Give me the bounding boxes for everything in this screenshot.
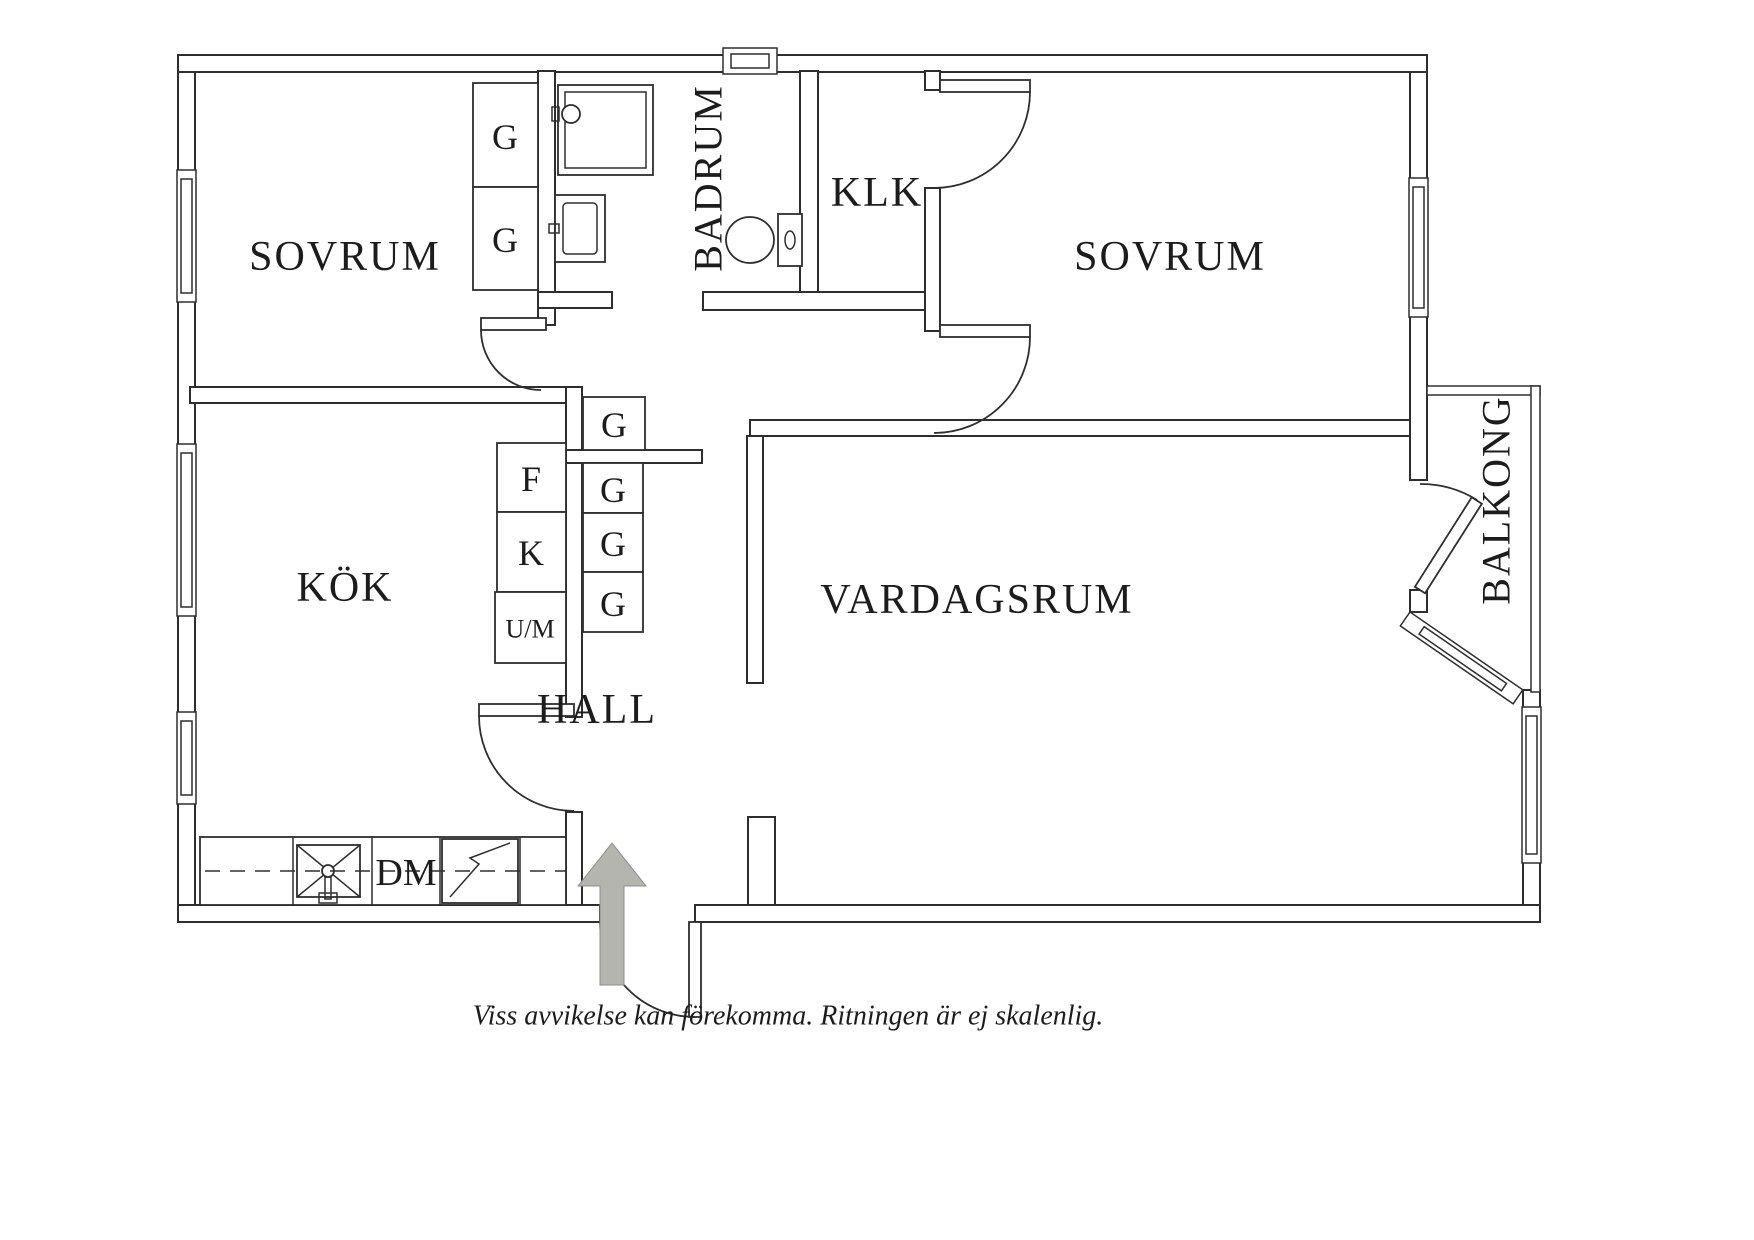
washbasin-icon (548, 194, 606, 263)
door-leaf-balcony (1413, 496, 1484, 595)
door-arc-balcony (1419, 483, 1478, 501)
wall-hall-stub (565, 449, 703, 464)
wall-exterior-bottom-right (694, 904, 1541, 923)
freezer-box (496, 511, 567, 593)
label-bathroom: BADRUM (686, 84, 731, 272)
label-oven-micro: U/M (505, 615, 554, 644)
wall-kitchen-hall-lower (565, 811, 583, 906)
label-living-room: VARDAGSRUM (820, 577, 1133, 623)
wall-diagonal-window (1399, 610, 1524, 705)
fridge-box (496, 442, 567, 513)
door-leaf-bedroom-left (480, 317, 547, 331)
door-arc-closet (933, 91, 1031, 189)
wardrobe-box-4 (582, 462, 644, 514)
door-arc-kitchen (478, 715, 575, 812)
wardrobe-box-5 (582, 512, 644, 573)
door-leaf-closet (939, 79, 1031, 93)
label-hall: HALL (537, 687, 657, 733)
wardrobe-box-3 (582, 396, 646, 451)
label-bedroom-right: SOVRUM (1074, 234, 1266, 280)
wall-bedroom1-kitchen (189, 386, 567, 404)
wall-livingroom-north (749, 419, 1411, 437)
wardrobe-box-2 (472, 186, 539, 291)
wall-kitchen-hall-upper (565, 386, 583, 718)
label-dishwasher: DM (375, 852, 436, 894)
diagonal-window-frame (1399, 610, 1524, 705)
kitchen-counter (199, 836, 567, 906)
diagonal-window-glass (1418, 625, 1508, 692)
wall-bathroom-closet (799, 70, 819, 293)
door-leaf-kitchen (478, 703, 575, 717)
wall-closet-right-mid (924, 187, 941, 332)
door-arc-bedroom-right (933, 336, 1031, 434)
door-arc-bedroom-left (480, 329, 542, 391)
wardrobe-box-6 (582, 571, 644, 633)
window-kitchen-upper (176, 443, 197, 617)
label-freezer: K (518, 533, 544, 573)
label-bedroom-left: SOVRUM (249, 234, 441, 280)
balcony-wall-top (1426, 385, 1541, 396)
label-wardrobe-5: G (600, 524, 626, 564)
wall-bathroom-bottom-left (537, 291, 613, 309)
label-fridge: F (521, 459, 541, 499)
entrance-arrow-icon (576, 842, 648, 986)
window-bedroom-left (176, 169, 197, 303)
wardrobe-box-1 (472, 82, 539, 188)
wall-closet-right-top (924, 70, 941, 91)
sink-icon (296, 844, 361, 904)
label-wardrobe-3: G (601, 405, 627, 445)
window-kitchen-lower (176, 711, 197, 805)
caption-text: Viss avvikelse kan förekomma. Ritningen … (473, 1001, 1104, 1032)
label-closet: KLK (831, 170, 923, 216)
label-balcony: BALKONG (1474, 395, 1519, 605)
label-wardrobe-1: G (492, 117, 518, 157)
wall-entrance-stub (747, 816, 776, 906)
wall-exterior-bottom-left (177, 904, 601, 923)
door-leaf-bedroom-right (939, 324, 1031, 338)
wall-bathroom-closet-bottom (702, 291, 934, 311)
shower-icon (551, 84, 654, 176)
label-wardrobe-4: G (600, 470, 626, 510)
window-livingroom (1521, 706, 1542, 864)
label-kitchen: KÖK (297, 565, 394, 611)
balcony-wall-right (1530, 385, 1541, 693)
window-bathroom-top (722, 47, 778, 75)
oven-micro-box (494, 591, 567, 664)
label-wardrobe-6: G (600, 584, 626, 624)
wall-exterior-top (177, 54, 1428, 73)
toilet-icon (725, 213, 803, 267)
label-wardrobe-2: G (492, 220, 518, 260)
window-bedroom-right (1408, 177, 1429, 318)
wall-livingroom-west (746, 435, 764, 684)
